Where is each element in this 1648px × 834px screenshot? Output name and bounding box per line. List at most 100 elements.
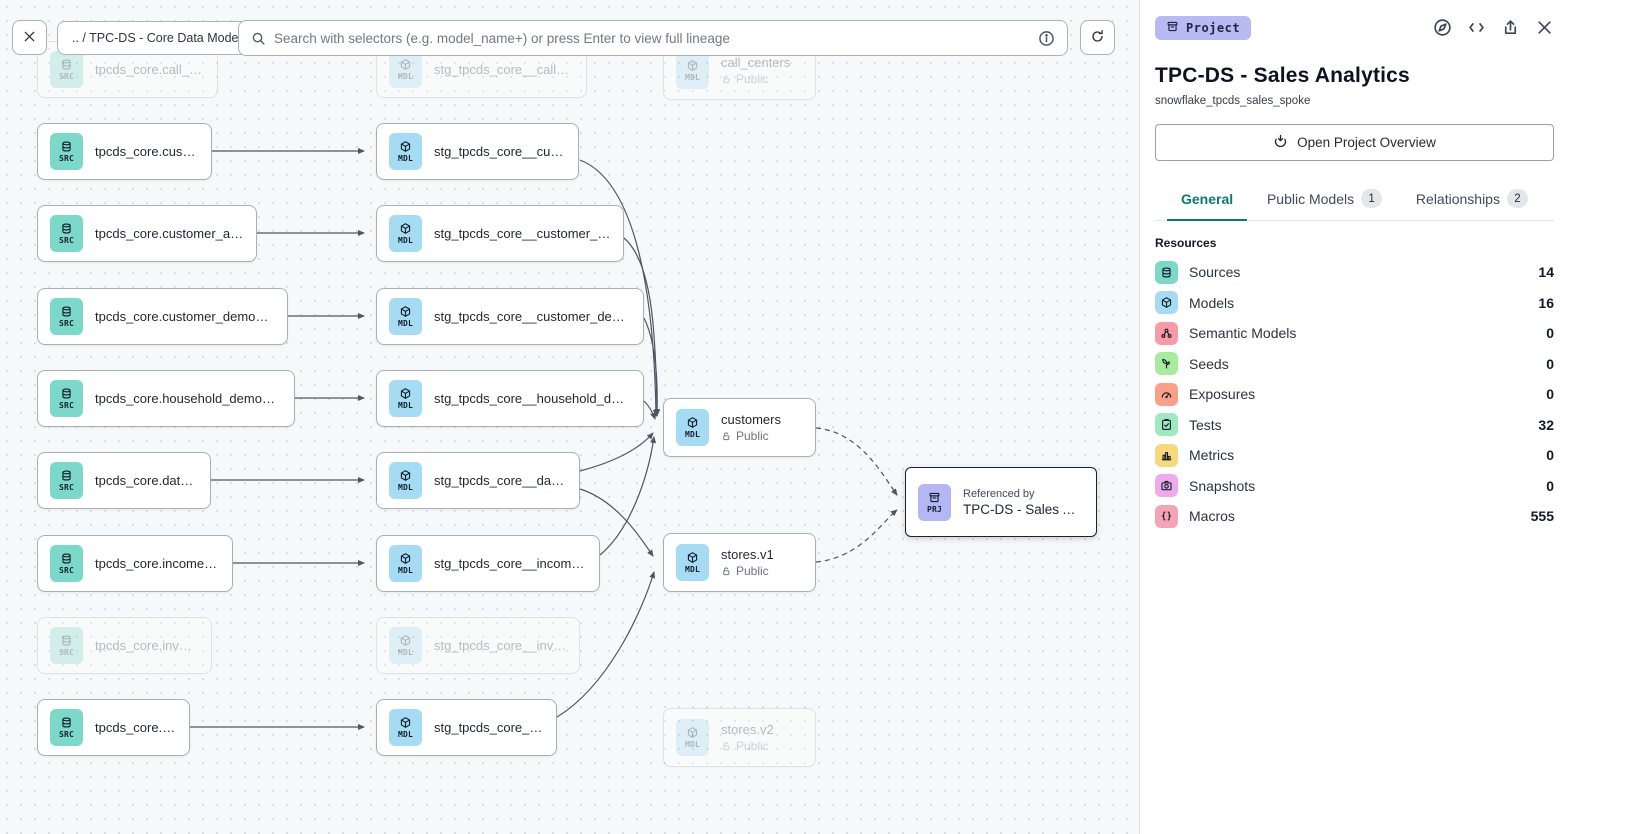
- breadcrumb-label: .. / TPC-DS - Core Data Models: [72, 31, 248, 45]
- project-icon: PRJ: [918, 483, 951, 521]
- node-info: stg_tpcds_core__customer_demogra...: [434, 309, 631, 324]
- lock-open-icon: [721, 74, 732, 85]
- resource-count: 0: [1546, 477, 1554, 494]
- open-project-overview-button[interactable]: Open Project Overview: [1155, 124, 1554, 161]
- export-icon[interactable]: [1501, 18, 1520, 37]
- search-icon: [251, 31, 266, 46]
- cube-icon: MDL: [389, 51, 422, 88]
- tab-general[interactable]: General: [1167, 180, 1248, 221]
- cube-icon: MDL: [389, 627, 422, 664]
- cube-icon: MDL: [389, 215, 422, 252]
- refresh-button[interactable]: [1080, 20, 1115, 55]
- resources-heading: Resources: [1155, 236, 1217, 250]
- resource-count: 32: [1538, 416, 1554, 433]
- node-label: stg_tpcds_core__household_demogr...: [434, 391, 631, 406]
- tab-label: Relationships: [1415, 190, 1500, 207]
- lineage-node-mdl_store[interactable]: MDL stg_tpcds_core__store: [376, 699, 557, 756]
- edge-mdl_date_dim-to-pub_stores_v1: [579, 488, 654, 557]
- resource-type-label: Project: [1186, 21, 1241, 35]
- lineage-node-mdl_household_demographics[interactable]: MDL stg_tpcds_core__household_demogr...: [376, 370, 644, 427]
- resource-count: 0: [1546, 447, 1554, 464]
- lock-open-icon: [721, 741, 732, 752]
- cube-icon: MDL: [676, 544, 709, 581]
- cube-icon: MDL: [389, 380, 422, 417]
- node-info: stg_tpcds_core__customer_address: [434, 226, 611, 241]
- code-icon[interactable]: [1467, 18, 1486, 37]
- close-panel-icon[interactable]: [1535, 18, 1554, 37]
- lineage-node-mdl_customer_demographics[interactable]: MDL stg_tpcds_core__customer_demogra...: [376, 288, 644, 345]
- resource-label: Models: [1189, 294, 1235, 311]
- node-label: tpcds_core.call_center: [95, 62, 205, 77]
- lock-open-icon: [721, 566, 732, 577]
- node-info: stg_tpcds_core__customer: [434, 144, 566, 159]
- node-label: tpcds_core.customer_demographics: [95, 309, 275, 324]
- tab-label: General: [1181, 190, 1234, 207]
- node-info: stg_tpcds_core__store: [434, 720, 544, 735]
- lineage-node-mdl_date_dim[interactable]: MDL stg_tpcds_core__date_dim: [376, 452, 580, 509]
- node-info: tpcds_core.income_band: [95, 556, 220, 571]
- search-input[interactable]: [274, 30, 1030, 46]
- node-info: tpcds_core.date_dim: [95, 473, 198, 488]
- node-info: tpcds_core.call_center: [95, 62, 205, 77]
- camera-icon: [1155, 474, 1178, 498]
- node-label: stg_tpcds_core__inventory: [434, 638, 567, 653]
- edge-pub_stores_v1-to-prj_sales_analytics: [815, 509, 898, 563]
- lineage-node-mdl_customer_address[interactable]: MDL stg_tpcds_core__customer_address: [376, 205, 624, 262]
- cube-icon: MDL: [389, 298, 422, 335]
- close-lineage-button[interactable]: [12, 20, 47, 55]
- node-label: tpcds_core.household_demographics: [95, 391, 282, 406]
- gauge-icon: [1155, 382, 1178, 406]
- compass-icon[interactable]: [1433, 18, 1452, 37]
- details-panel: Project TPC-DS - Sales Analytics snowfla…: [1139, 0, 1648, 834]
- node-label: stores.v1: [721, 547, 774, 562]
- node-label: TPC-DS - Sales Analytics: [963, 501, 1084, 517]
- cube-icon: MDL: [676, 719, 709, 756]
- breadcrumb[interactable]: .. / TPC-DS - Core Data Models: [57, 21, 263, 55]
- node-label: stg_tpcds_core__date_dim: [434, 473, 567, 488]
- lineage-edges: [190, 148, 898, 730]
- database-icon: SRC: [50, 51, 83, 88]
- node-info: stg_tpcds_core__date_dim: [434, 473, 567, 488]
- info-icon[interactable]: [1038, 30, 1055, 47]
- cube-icon: MDL: [389, 709, 422, 746]
- resource-label: Metrics: [1189, 447, 1235, 464]
- resource-label: Exposures: [1189, 386, 1256, 403]
- clipboard-check-icon: [1155, 413, 1178, 437]
- cube-icon: MDL: [676, 409, 709, 446]
- cube-icon: MDL: [389, 462, 422, 499]
- database-icon: SRC: [50, 380, 83, 417]
- node-access: Public: [721, 564, 774, 578]
- lineage-canvas[interactable]: SRCtpcds_core.call_centerMDLstg_tpcds_co…: [0, 0, 1139, 834]
- lineage-node-mdl_inventory[interactable]: MDL stg_tpcds_core__inventory: [376, 617, 580, 674]
- resource-count: 0: [1546, 325, 1554, 342]
- search-bar[interactable]: [238, 20, 1068, 56]
- close-icon: [22, 29, 37, 47]
- node-label: tpcds_core.store: [95, 720, 177, 735]
- refresh-icon: [1090, 29, 1105, 47]
- cube-icon: [1155, 291, 1178, 315]
- lineage-node-src_household_demographics[interactable]: SRC tpcds_core.household_demographics: [37, 370, 295, 427]
- edge-mdl_household_demographics-to-pub_customers: [643, 400, 656, 420]
